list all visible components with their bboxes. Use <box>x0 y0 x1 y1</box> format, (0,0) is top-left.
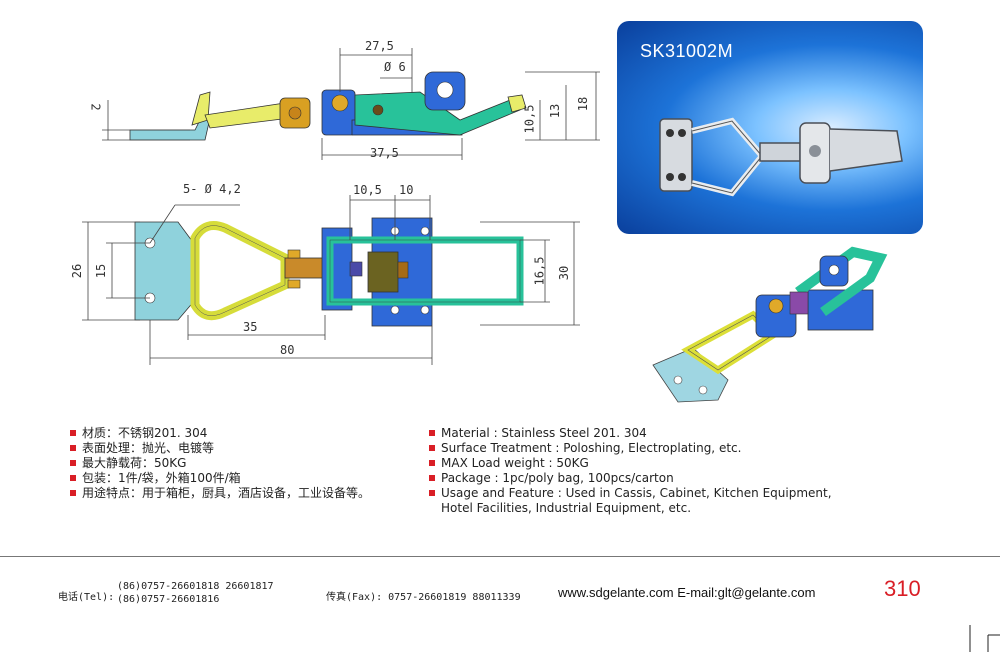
dim-length-35: 35 <box>243 320 258 334</box>
dim-10-5-top: 10,5 <box>353 183 382 197</box>
fax: 传真(Fax): 0757-26601819 88011339 <box>326 592 521 603</box>
tel-line-1: (86)0757-26601818 26601817 <box>117 581 274 592</box>
spec-cn-material: 材质：不锈钢201. 304 <box>70 426 370 441</box>
side-view-drawing <box>102 48 600 160</box>
website-email: www.sdgelante.com E-mail:glt@gelante.com <box>558 585 816 600</box>
dim-10-top: 10 <box>399 183 414 197</box>
spec-en-material: Material : Stainless Steel 201. 304 <box>429 426 832 441</box>
dim-length-37-5: 37,5 <box>370 146 399 160</box>
tel-line-2: (86)0757-26601816 <box>117 594 220 605</box>
spec-en-surface: Surface Treatment : Poloshing, Electropl… <box>429 441 832 456</box>
tel-label: 电话(Tel): <box>58 592 115 603</box>
page-number: 310 <box>884 576 921 601</box>
product-photo: SK31002M <box>617 21 923 234</box>
dim-length-80: 80 <box>280 343 295 357</box>
specs-chinese: 材质：不锈钢201. 304 表面处理：抛光、电镀等 最大静载荷：50KG 包装… <box>70 426 370 501</box>
specs-english: Material : Stainless Steel 201. 304 Surf… <box>429 426 832 516</box>
spec-en-package: Package : 1pc/poly bag, 100pcs/carton <box>429 471 832 486</box>
crop-marks <box>969 625 1000 652</box>
dim-hole-spacing-15: 15 <box>94 263 109 279</box>
footer-divider <box>0 556 1000 557</box>
dim-height-13: 13 <box>548 103 563 119</box>
dim-width-27-5: 27,5 <box>365 39 394 53</box>
dim-height-10-5: 10,5 <box>522 104 537 134</box>
spec-cn-load: 最大静载荷：50KG <box>70 456 370 471</box>
dim-holes-4-2: 5- Ø 4,2 <box>183 182 241 196</box>
latch-3d-render <box>652 246 888 403</box>
model-number: SK31002M <box>640 41 734 61</box>
spec-en-usage: Usage and Feature : Used in Cassis, Cabi… <box>429 486 832 501</box>
dim-30: 30 <box>557 265 572 281</box>
spec-cn-package: 包装：1件/袋，外箱100件/箱 <box>70 471 370 486</box>
latch-photo-graphic <box>659 117 903 197</box>
dim-thickness-2: 2 <box>88 103 103 111</box>
spec-cn-surface: 表面处理：抛光、电镀等 <box>70 441 370 456</box>
dim-hole-6: Ø 6 <box>384 60 406 74</box>
dim-16-5: 16,5 <box>532 256 547 286</box>
spec-en-load: MAX Load weight : 50KG <box>429 456 832 471</box>
dim-height-18: 18 <box>576 96 591 112</box>
dim-width-26: 26 <box>70 263 85 279</box>
spec-cn-usage: 用途特点：用于箱柜，厨具，酒店设备，工业设备等。 <box>70 486 370 501</box>
top-view-drawing <box>82 195 580 365</box>
spec-en-usage-cont: Hotel Facilities, Industrial Equipment, … <box>441 501 692 515</box>
